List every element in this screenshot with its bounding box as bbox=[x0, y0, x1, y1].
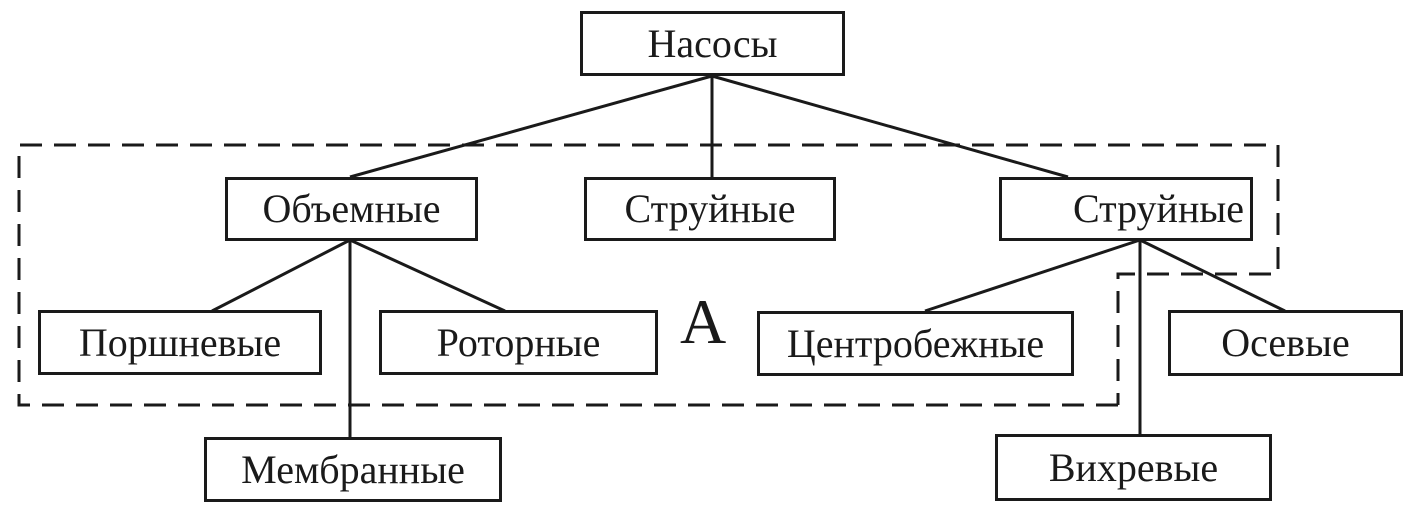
edge-volumetric-rotary bbox=[349, 238, 506, 313]
node-centrifugal: Центробежные bbox=[757, 311, 1074, 376]
region-a-boundary bbox=[17, 143, 1280, 407]
node-vortex: Вихревые bbox=[995, 434, 1272, 501]
node-volumetric: Объемные bbox=[225, 177, 478, 241]
node-label: Роторные bbox=[436, 319, 601, 365]
node-label: Мембранные bbox=[241, 446, 465, 492]
node-label: Поршневые bbox=[78, 319, 282, 365]
edge-pumps-jet2 bbox=[711, 74, 1069, 179]
node-label: Вихревые bbox=[1048, 444, 1219, 490]
node-label: Объемные bbox=[262, 186, 441, 231]
node-rotary: Роторные bbox=[379, 310, 658, 375]
node-label: Струйные bbox=[1072, 186, 1244, 231]
node-label: Центробежные bbox=[786, 320, 1045, 366]
region-a-label: А bbox=[680, 286, 727, 357]
node-axial: Осевые bbox=[1168, 310, 1403, 376]
node-membrane: Мембранные bbox=[204, 437, 502, 502]
node-piston: Поршневые bbox=[38, 310, 322, 375]
edge-jet2-centrifugal bbox=[924, 238, 1141, 313]
node-jet: Струйные bbox=[584, 177, 836, 241]
edge-volumetric-piston bbox=[211, 238, 351, 313]
node-label: Струйные bbox=[624, 186, 796, 231]
edge-jet2-axial bbox=[1139, 238, 1286, 313]
node-label: Осевые bbox=[1221, 320, 1350, 365]
node-jet2: Струйные bbox=[999, 177, 1253, 241]
node-pumps: Насосы bbox=[580, 11, 845, 76]
edge-pumps-volumetric bbox=[349, 74, 713, 179]
node-label: Насосы bbox=[647, 20, 778, 66]
